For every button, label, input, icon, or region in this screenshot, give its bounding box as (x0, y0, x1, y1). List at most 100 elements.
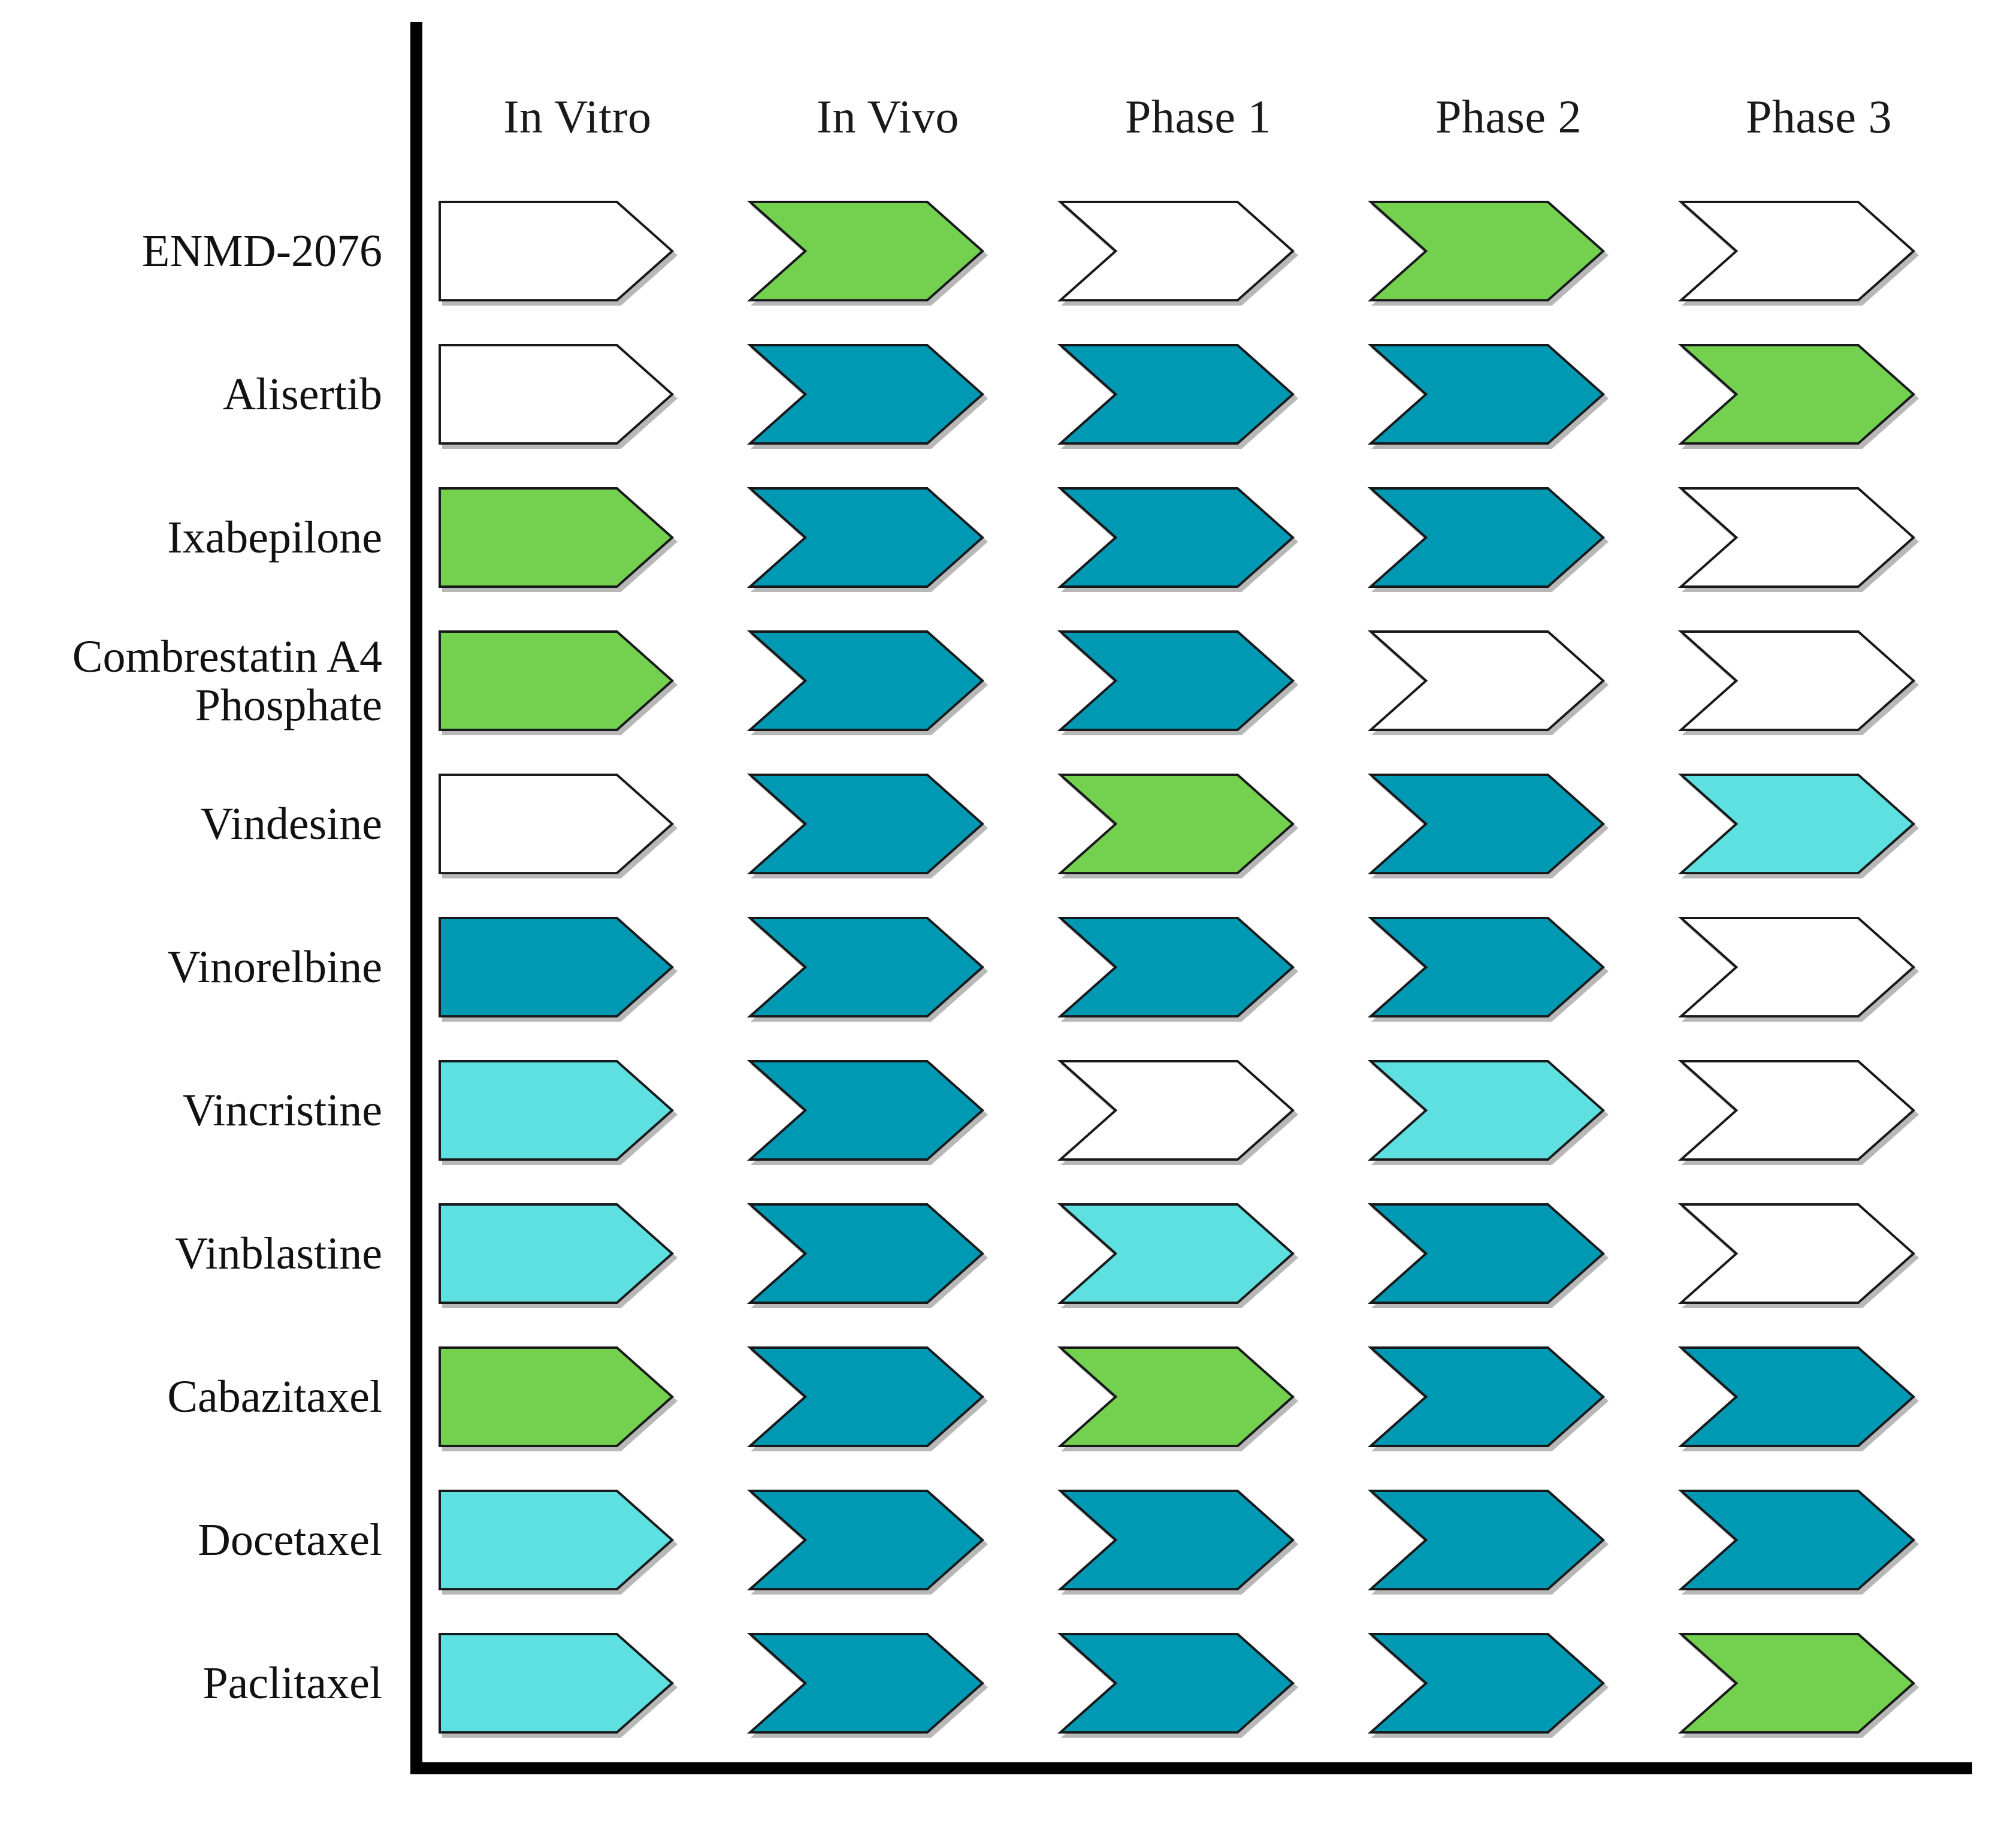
matrix-cell[interactable] (401, 200, 712, 303)
matrix-row: Vinblastine (0, 1182, 1992, 1325)
matrix-cell[interactable] (1332, 1203, 1643, 1305)
matrix-cell[interactable] (401, 916, 712, 1019)
matrix-cell[interactable] (1643, 487, 1953, 589)
matrix-cell[interactable] (1643, 1489, 1953, 1592)
matrix-cell[interactable] (712, 916, 1022, 1019)
stage-chevron-icon (1367, 487, 1606, 589)
matrix-cell[interactable] (1643, 1346, 1953, 1448)
stage-chevron-icon (1367, 200, 1606, 303)
stage-chevron-icon (746, 916, 986, 1019)
matrix-cell[interactable] (1643, 630, 1953, 732)
matrix-cell[interactable] (1022, 1632, 1332, 1735)
row-label: Cabazitaxel (167, 1372, 382, 1423)
matrix-cell[interactable] (1332, 487, 1643, 589)
column-header-phase-3: Phase 3 (1746, 90, 1892, 143)
stage-chevron-icon (746, 343, 986, 446)
matrix-row: Docetaxel (0, 1469, 1992, 1612)
matrix-cell[interactable] (1643, 200, 1953, 303)
matrix-cell[interactable] (1332, 630, 1643, 732)
matrix-cell[interactable] (1022, 1059, 1332, 1162)
matrix-cell[interactable] (1643, 1059, 1953, 1162)
stage-pentagon-icon (438, 1203, 675, 1305)
matrix-cell[interactable] (712, 343, 1022, 446)
matrix-cell[interactable] (401, 1489, 712, 1592)
matrix-cell[interactable] (1022, 487, 1332, 589)
matrix-cell[interactable] (401, 773, 712, 875)
stage-pentagon-icon (438, 487, 675, 589)
stage-chevron-icon (1367, 1346, 1606, 1448)
matrix-cell[interactable] (401, 1346, 712, 1448)
matrix-cell[interactable] (712, 1346, 1022, 1448)
matrix-cell[interactable] (1022, 200, 1332, 303)
matrix-cell[interactable] (1022, 343, 1332, 446)
matrix-cell[interactable] (712, 773, 1022, 875)
stage-chevron-icon (1057, 1203, 1296, 1305)
stage-chevron-icon (1057, 1489, 1296, 1592)
matrix-cell[interactable] (1643, 1203, 1953, 1305)
stage-chevron-icon (1367, 1489, 1606, 1592)
matrix-cell[interactable] (712, 1059, 1022, 1162)
matrix-cell[interactable] (1022, 1203, 1332, 1305)
matrix-row: Vindesine (0, 753, 1992, 896)
matrix-cell[interactable] (1022, 916, 1332, 1019)
stage-chevron-icon (1057, 1346, 1296, 1448)
matrix-cell[interactable] (1643, 1632, 1953, 1735)
stage-chevron-icon (746, 487, 986, 589)
matrix-cell[interactable] (401, 343, 712, 446)
matrix-cell[interactable] (712, 630, 1022, 732)
stage-pentagon-icon (438, 1489, 675, 1592)
column-header-in-vitro: In Vitro (503, 90, 652, 143)
stage-pentagon-icon (438, 200, 675, 303)
matrix-cell[interactable] (1332, 200, 1643, 303)
matrix-row-cells (401, 1203, 1953, 1305)
matrix-cell[interactable] (1022, 1346, 1332, 1448)
stage-chevron-icon (1677, 630, 1917, 732)
stage-chevron-icon (1367, 1059, 1606, 1162)
stage-chevron-icon (746, 200, 986, 303)
matrix-cell[interactable] (712, 487, 1022, 589)
matrix-cell[interactable] (1332, 1346, 1643, 1448)
matrix-cell[interactable] (401, 630, 712, 732)
matrix-cell[interactable] (1332, 916, 1643, 1019)
matrix-cell[interactable] (401, 1059, 712, 1162)
matrix-cell[interactable] (1022, 1489, 1332, 1592)
stage-pentagon-icon (438, 630, 675, 732)
matrix-cell[interactable] (401, 1203, 712, 1305)
matrix-cell[interactable] (1332, 1059, 1643, 1162)
matrix-cell[interactable] (712, 1203, 1022, 1305)
matrix-row: Cabazitaxel (0, 1325, 1992, 1469)
stage-chevron-icon (1367, 630, 1606, 732)
matrix-cell[interactable] (1332, 1489, 1643, 1592)
row-label: Docetaxel (197, 1515, 382, 1566)
stage-pentagon-icon (438, 343, 675, 446)
stage-chevron-icon (1677, 200, 1917, 303)
stage-chevron-icon (1677, 773, 1917, 875)
matrix-cell[interactable] (401, 1632, 712, 1735)
matrix-cell[interactable] (1022, 773, 1332, 875)
row-label: ENMD-2076 (141, 226, 382, 277)
matrix-cell[interactable] (1332, 1632, 1643, 1735)
stage-chevron-icon (1057, 487, 1296, 589)
matrix-cell[interactable] (401, 487, 712, 589)
row-label: Vinorelbine (167, 942, 382, 993)
row-label: Alisertib (223, 369, 382, 420)
matrix-row-cells (401, 200, 1953, 303)
stage-chevron-icon (746, 1632, 986, 1735)
matrix-row: Vincristine (0, 1039, 1992, 1182)
matrix-cell[interactable] (1643, 343, 1953, 446)
stage-chevron-icon (746, 630, 986, 732)
matrix-cell[interactable] (712, 200, 1022, 303)
matrix-row: Ixabepilone (0, 466, 1992, 609)
matrix-cell[interactable] (1332, 773, 1643, 875)
matrix-row-cells (401, 487, 1953, 589)
matrix-cell[interactable] (1643, 773, 1953, 875)
matrix-cell[interactable] (1022, 630, 1332, 732)
matrix-cell[interactable] (712, 1632, 1022, 1735)
column-header-in-vivo: In Vivo (817, 90, 959, 143)
matrix-cell[interactable] (1643, 916, 1953, 1019)
matrix-row-cells (401, 343, 1953, 446)
matrix-cell[interactable] (1332, 343, 1643, 446)
matrix-cell[interactable] (712, 1489, 1022, 1592)
